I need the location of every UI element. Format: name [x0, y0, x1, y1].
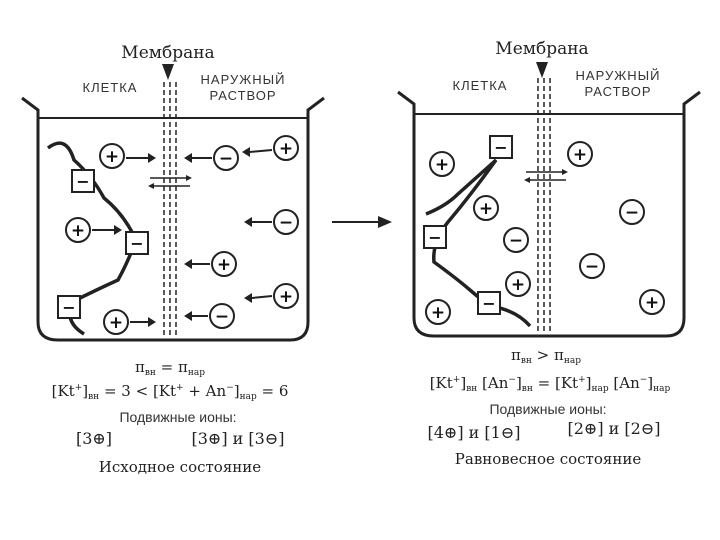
left-cation-in: + — [103, 309, 129, 335]
right-pi-relation: πвн > πнар — [511, 346, 581, 366]
right-membrane-arrow-icon — [536, 62, 548, 78]
svg-text:−: − — [482, 294, 495, 313]
svg-text:−: − — [625, 203, 639, 223]
right-concentration-relation: [Kt+]вн [An−]вн = [Kt+]нар [An−]нар — [430, 374, 671, 394]
right-cation-out: + — [639, 289, 665, 315]
right-mobile-ions-in: [4⊕] и [1⊖] — [428, 423, 521, 442]
svg-text:−: − — [215, 307, 229, 327]
right-cation-out: + — [567, 141, 593, 167]
svg-text:−: − — [585, 257, 599, 277]
right-mobile-ions-label: Подвижные ионы: — [489, 401, 606, 417]
right-membrane-label: Мембрана — [495, 39, 588, 59]
svg-text:−: − — [279, 213, 293, 233]
svg-text:+: + — [511, 275, 525, 295]
svg-text:+: + — [435, 155, 449, 175]
svg-text:+: + — [71, 221, 85, 241]
right-anion-out: − — [619, 199, 645, 225]
right-container — [397, 90, 701, 338]
left-cell-label: КЛЕТКА — [83, 80, 138, 95]
left-state-label: Исходное состояние — [99, 458, 262, 476]
left-container — [21, 96, 325, 342]
svg-text:+: + — [645, 293, 659, 313]
left-outer-label-2: РАСТВОР — [209, 88, 276, 103]
right-anion-out: − — [579, 253, 605, 279]
left-cation-out: + — [211, 251, 237, 277]
svg-text:+: + — [279, 287, 293, 307]
svg-text:+: + — [279, 139, 293, 159]
svg-text:−: − — [130, 234, 143, 253]
left-exchange-arrows-icon — [148, 175, 192, 189]
right-membrane — [536, 62, 551, 332]
left-mobile-ions-in: [3⊕] — [76, 429, 112, 448]
svg-text:+: + — [573, 145, 587, 165]
left-flow-arrows-out — [184, 147, 273, 321]
right-mobile-ions-out: [2⊕] и [2⊖] — [568, 419, 661, 438]
left-pi-relation: πвн = πнар — [135, 358, 205, 378]
right-cation-in: + — [473, 195, 499, 221]
left-anion-out: − — [209, 303, 235, 329]
left-membrane — [162, 64, 177, 336]
left-flow-arrows-in — [92, 153, 156, 327]
right-cell-label: КЛЕТКА — [453, 78, 508, 93]
left-bound-anion: − — [125, 231, 149, 255]
right-cation-in: + — [429, 151, 455, 177]
svg-text:+: + — [217, 255, 231, 275]
right-anion-in: − — [503, 227, 529, 253]
svg-text:−: − — [428, 228, 441, 247]
left-membrane-arrow-icon — [162, 64, 174, 80]
svg-text:−: − — [76, 172, 89, 191]
left-cation-out: + — [273, 283, 299, 309]
svg-text:+: + — [431, 303, 445, 323]
right-outer-label-2: РАСТВОР — [584, 84, 651, 99]
right-panel: Мембрана КЛЕТКА НАРУЖНЫЙ РАСТВОР − − − +… — [397, 39, 701, 468]
right-exchange-arrows-icon — [524, 169, 568, 183]
svg-text:−: − — [494, 138, 507, 157]
right-state-label: Равновесное состояние — [455, 450, 642, 468]
left-cation-out: + — [273, 135, 299, 161]
svg-text:−: − — [219, 149, 233, 169]
left-mobile-ions-out: [3⊕] и [3⊖] — [192, 429, 285, 448]
right-cation-in: + — [505, 271, 531, 297]
svg-text:−: − — [62, 298, 75, 317]
left-membrane-label: Мембрана — [121, 43, 214, 63]
svg-text:+: + — [479, 199, 493, 219]
svg-text:+: + — [109, 313, 123, 333]
left-cation-in: + — [99, 143, 125, 169]
left-concentration-relation: [Kt+]вн = 3 < [Kt+ + An−]нар = 6 — [52, 382, 289, 402]
left-mobile-ions-label: Подвижные ионы: — [119, 409, 236, 425]
left-panel: Мембрана КЛЕТКА НАРУЖНЫЙ РАСТВОР − − − +… — [21, 43, 325, 476]
left-bound-anion: − — [57, 295, 81, 319]
right-bound-anion: − — [489, 135, 513, 159]
transition-arrow-icon — [332, 216, 392, 228]
right-bound-anion: − — [423, 225, 447, 249]
right-cation-in: + — [425, 299, 451, 325]
right-outer-label-1: НАРУЖНЫЙ — [576, 68, 661, 83]
svg-text:+: + — [105, 147, 119, 167]
left-anion-out: − — [273, 209, 299, 235]
svg-text:−: − — [509, 231, 523, 251]
left-bound-anion: − — [71, 169, 95, 193]
left-cation-in: + — [65, 217, 91, 243]
left-outer-label-1: НАРУЖНЫЙ — [201, 72, 286, 87]
left-anion-out: − — [213, 145, 239, 171]
right-bound-anion: − — [477, 291, 501, 315]
